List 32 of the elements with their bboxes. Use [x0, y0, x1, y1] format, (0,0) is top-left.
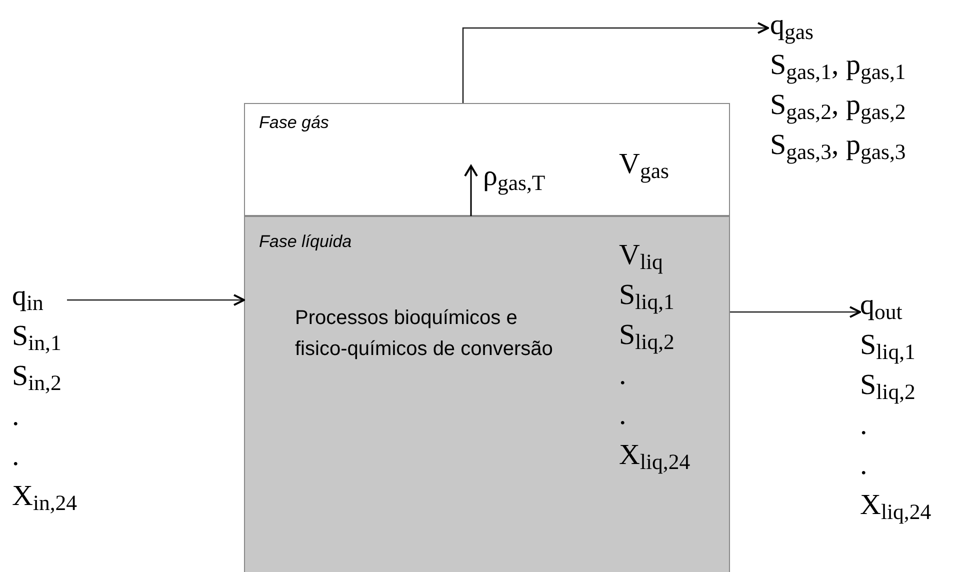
- variable-label: V$_{liq}$: [619, 238, 663, 275]
- variable-label: X$_{liq,24}$: [860, 488, 932, 525]
- variable-label: S$_{gas,1}$, p$_{gas,1}$: [770, 48, 906, 85]
- gas-phase-box: [244, 103, 730, 216]
- variable-label: S$_{gas,2}$, p$_{gas,2}$: [770, 88, 906, 125]
- phase-label: Fase gás: [259, 112, 329, 134]
- variable-label: X$_{in,24}$: [12, 479, 78, 516]
- arrow: [730, 306, 861, 318]
- variable-label: q$_{in}$: [12, 279, 44, 316]
- variable-label: .: [12, 399, 20, 434]
- variable-label: S$_{gas,3}$, p$_{gas,3}$: [770, 128, 906, 165]
- variable-label: S$_{in,1}$: [12, 319, 62, 356]
- variable-label: X$_{liq,24}$: [619, 438, 690, 475]
- variable-label: .: [619, 398, 626, 433]
- variable-label: .: [860, 448, 868, 483]
- variable-label: ρ$_{gas,T}$: [483, 159, 546, 196]
- liquid-phase-box: [244, 216, 730, 572]
- variable-label: V$_{gas}$: [619, 147, 669, 184]
- variable-label: .: [860, 408, 868, 443]
- variable-label: S$_{liq,1}$: [619, 278, 674, 315]
- variable-label: S$_{liq,2}$: [860, 368, 916, 405]
- variable-label: .: [12, 439, 20, 474]
- phase-label: Fase líquida: [259, 231, 352, 253]
- variable-label: q$_{gas}$: [770, 8, 814, 45]
- arrow: [462, 22, 769, 103]
- variable-label: .: [619, 358, 626, 393]
- variable-label: S$_{in,2}$: [12, 359, 62, 396]
- process-text: Processos bioquímicos e fisico-químicos de conversão: [295, 306, 554, 362]
- variable-label: S$_{liq,2}$: [619, 318, 674, 355]
- variable-label: q$_{out}$: [860, 288, 902, 325]
- arrow: [67, 294, 245, 306]
- variable-label: S$_{liq,1}$: [860, 328, 916, 365]
